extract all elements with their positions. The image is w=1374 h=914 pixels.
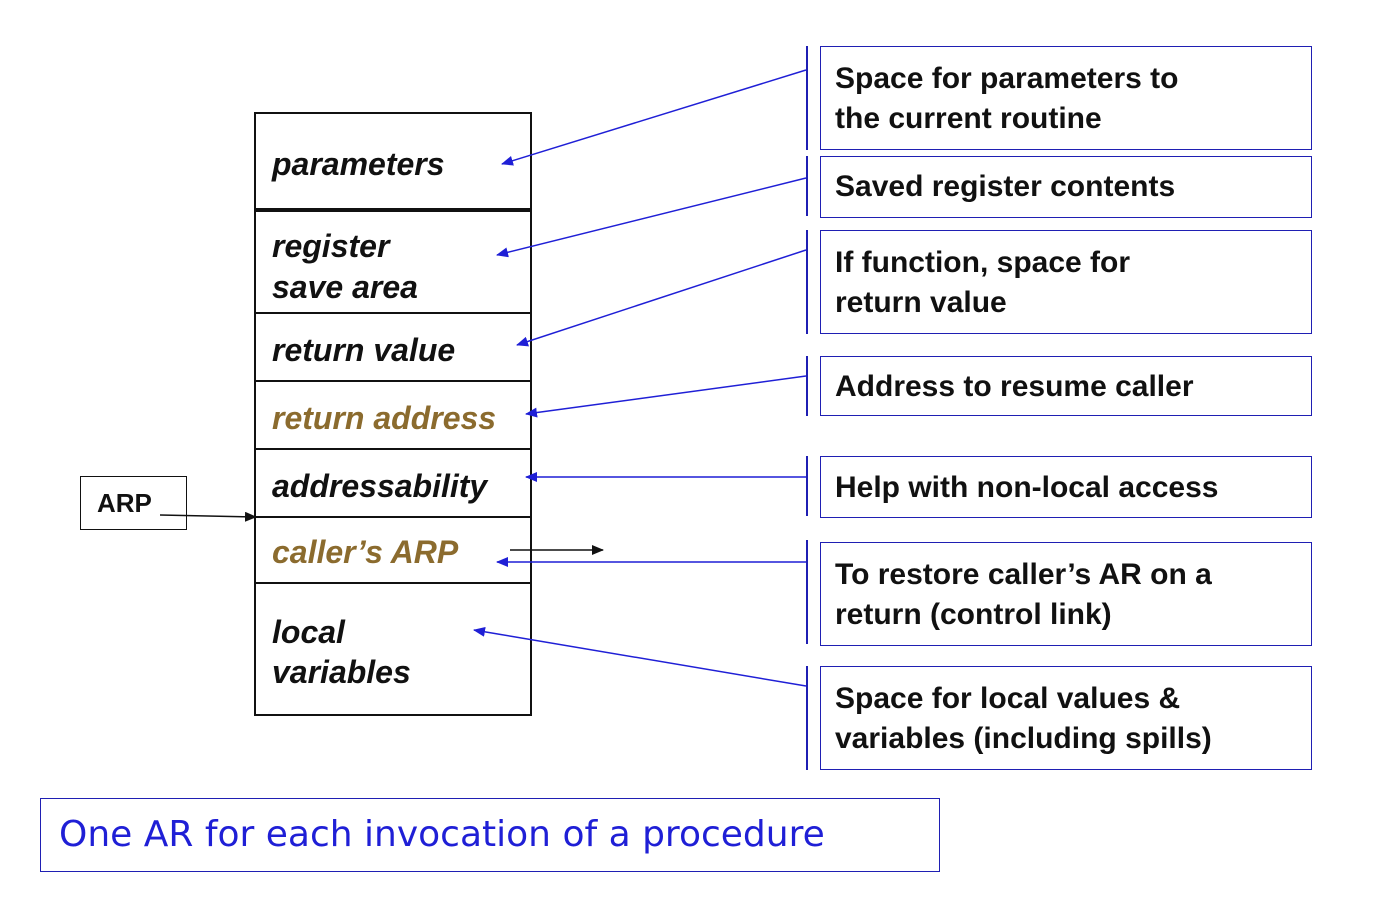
annotation-text: variables (including spills): [835, 722, 1212, 755]
callout-bar: [806, 230, 808, 334]
field-label: save area: [272, 269, 418, 305]
field-parameters: parameters: [254, 112, 532, 210]
arrow-arp-pointer: [159, 511, 257, 522]
callout-bar: [806, 540, 808, 644]
callout-bar: [806, 356, 808, 416]
arrow-register-save: [496, 177, 807, 258]
field-callers-arp: caller’s ARP: [254, 516, 532, 584]
annotation-text: If function, space for: [835, 246, 1131, 279]
annotation-text: Saved register contents: [835, 170, 1176, 203]
annotation-text: return (control link): [835, 598, 1112, 631]
field-label: return value: [272, 332, 456, 368]
field-local-variables: local variables: [254, 582, 532, 716]
field-label: caller’s ARP: [272, 534, 459, 570]
arrow-return-address: [525, 375, 807, 418]
callout-bar: [806, 666, 808, 770]
annotation-callers-arp: To restore caller’s AR on a return (cont…: [820, 542, 1312, 646]
annotation-return-address: Address to resume caller: [820, 356, 1312, 416]
field-addressability: addressability: [254, 448, 532, 518]
annotation-addressability: Help with non-local access: [820, 456, 1312, 518]
annotation-local-variables: Space for local values & variables (incl…: [820, 666, 1312, 770]
annotation-parameters: Space for parameters to the current rout…: [820, 46, 1312, 150]
arrow-parameters: [501, 69, 807, 166]
field-label: register: [272, 228, 390, 264]
field-label: return address: [272, 400, 497, 436]
annotation-register-save: Saved register contents: [820, 156, 1312, 218]
annotation-text: Space for local values &: [835, 682, 1181, 715]
field-label: variables: [272, 654, 411, 690]
footer-text: One AR for each invocation of a procedur…: [59, 814, 825, 855]
field-label: addressability: [272, 468, 488, 504]
annotation-text: Address to resume caller: [835, 370, 1194, 403]
arp-label: ARP: [97, 488, 152, 518]
annotation-text: the current routine: [835, 102, 1102, 135]
field-label: parameters: [272, 146, 445, 182]
field-label: local: [272, 614, 345, 650]
annotation-text: return value: [835, 286, 1007, 319]
footer-note: One AR for each invocation of a procedur…: [40, 798, 940, 872]
callout-bar: [806, 156, 808, 216]
annotation-text: Help with non-local access: [835, 471, 1219, 504]
arrow-return-value: [516, 249, 807, 347]
callout-bar: [806, 456, 808, 516]
arp-box: ARP: [80, 476, 187, 530]
annotation-return-value: If function, space for return value: [820, 230, 1312, 334]
annotation-text: To restore caller’s AR on a: [835, 558, 1212, 591]
callout-bar: [806, 46, 808, 150]
annotation-text: Space for parameters to: [835, 62, 1179, 95]
arrow-local-variables: [473, 626, 807, 687]
